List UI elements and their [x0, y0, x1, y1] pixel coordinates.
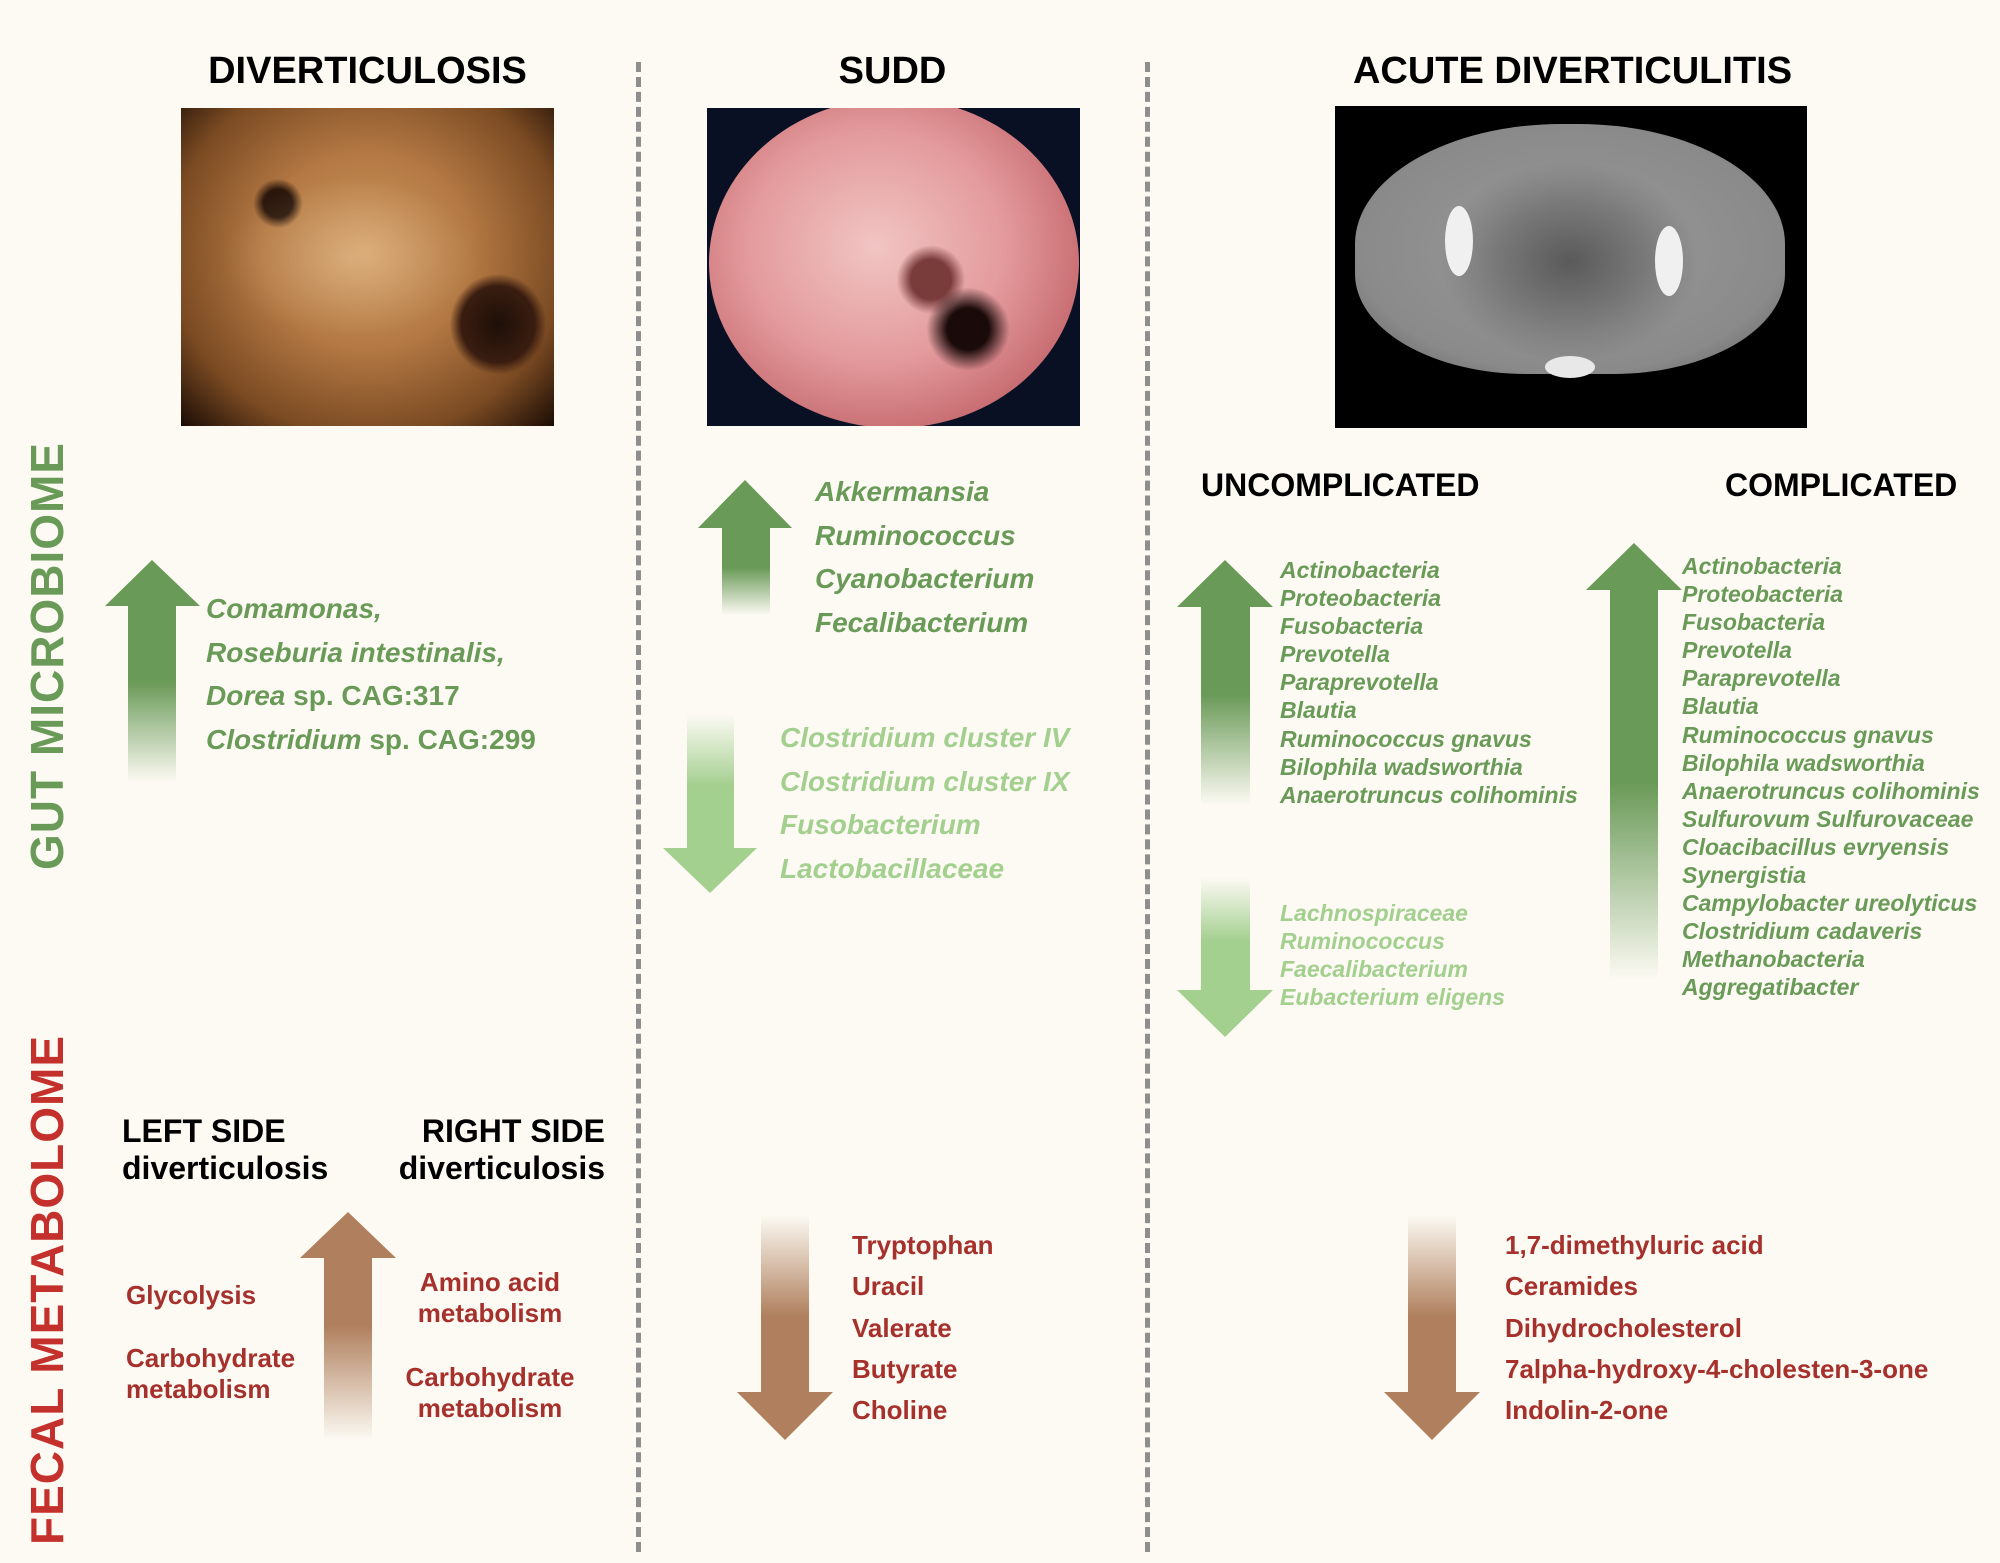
list-item: Roseburia intestinalis,: [206, 636, 505, 668]
list-item: Blautia: [1280, 697, 1357, 724]
list-item: Indolin-2-one: [1505, 1395, 1669, 1426]
list-item: Blautia: [1682, 693, 1759, 720]
list-item: Anaerotruncus colihominis: [1682, 777, 1980, 804]
list-item: Cloacibacillus evryensis: [1682, 833, 1950, 860]
diverticulosis-up-arrow: [105, 560, 200, 782]
list-item: Ceramides: [1505, 1271, 1638, 1302]
left-side-items: Glycolysis Carbohydrate metabolism: [126, 1280, 316, 1405]
list-item: Comamonas,: [206, 593, 382, 624]
divider-left: [636, 62, 641, 1552]
sudd-down-arrow: [663, 715, 757, 893]
list-item: Choline: [852, 1395, 948, 1426]
list-item: 1,7-dimethyluric acid: [1505, 1230, 1764, 1260]
list-item: Cyanobacterium: [815, 563, 1035, 594]
list-item: Prevotella: [1682, 637, 1792, 664]
list-item: Fusobacterium: [780, 809, 981, 840]
sudd-up-arrow: [698, 480, 792, 615]
list-item: Uracil: [852, 1271, 925, 1302]
list-item: Valerate: [852, 1312, 952, 1343]
list-item: Bilophila wadsworthia: [1280, 753, 1523, 780]
right-item-amino-acid: Amino acid metabolism: [417, 1267, 563, 1328]
list-item: Clostridium cadaveris: [1682, 918, 1923, 945]
divider-right: [1145, 62, 1150, 1552]
left-side-title: LEFT SIDE diverticulosis: [122, 1113, 328, 1187]
list-item: Ruminococcus gnavus: [1682, 721, 1934, 748]
list-item: Aggregatibacter: [1682, 974, 1859, 1001]
list-item: Fecalibacterium: [815, 606, 1029, 638]
list-item: Tryptophan: [852, 1230, 994, 1260]
diverticulosis-microbiome-list: Comamonas, Roseburia intestinalis, Dorea…: [206, 587, 536, 761]
complicated-up-list: Actinobacteria Proteobacteria Fusobacter…: [1682, 552, 1980, 1002]
uncomplicated-heading: UNCOMPLICATED: [1201, 467, 1480, 503]
left-item-carbohydrate: Carbohydrate metabolism: [126, 1343, 296, 1404]
list-item: Clostridium cluster IV: [780, 722, 1070, 753]
list-item: Akkermansia: [815, 476, 990, 507]
list-item: Dorea sp. CAG:317: [206, 680, 460, 711]
left-side-title-line2: diverticulosis: [122, 1150, 329, 1186]
sudd-metabolome-list: Tryptophan Uracil Valerate Butyrate Chol…: [852, 1225, 994, 1431]
acute-diverticulitis-ct-image: [1335, 106, 1807, 428]
right-side-title: RIGHT SIDE diverticulosis: [395, 1113, 605, 1187]
sudd-up-list: Akkermansia Ruminococcus Cyanobacterium …: [815, 470, 1034, 644]
right-side-title-line2: diverticulosis: [398, 1150, 605, 1186]
list-item: Actinobacteria: [1682, 553, 1842, 579]
complicated-up-arrow: [1586, 543, 1682, 980]
list-item: Ruminococcus: [1280, 928, 1445, 955]
list-item: Paraprevotella: [1682, 665, 1841, 692]
uncomplicated-down-arrow: [1177, 878, 1273, 1037]
title-acute-diverticulitis: ACUTE DIVERTICULITIS: [1352, 50, 1793, 92]
sudd-endoscopy-image: [707, 108, 1080, 426]
left-item-glycolysis: Glycolysis: [126, 1280, 257, 1310]
list-item: Dihydrocholesterol: [1505, 1312, 1742, 1343]
list-item: Methanobacteria: [1682, 946, 1865, 973]
uncomplicated-up-arrow: [1177, 560, 1273, 805]
title-diverticulosis: DIVERTICULOSIS: [208, 50, 527, 92]
right-side-items: Amino acid metabolism Carbohydrate metab…: [400, 1267, 580, 1424]
list-item: Faecalibacterium: [1280, 956, 1468, 983]
list-item: Prevotella: [1280, 641, 1390, 668]
list-item: Bilophila wadsworthia: [1682, 749, 1925, 776]
acute-metabolome-list: 1,7-dimethyluric acid Ceramides Dihydroc…: [1505, 1225, 1928, 1431]
sudd-metabolome-down-arrow: [737, 1215, 833, 1440]
complicated-heading: COMPLICATED: [1725, 467, 1958, 503]
acute-metabolome-down-arrow: [1384, 1215, 1480, 1440]
list-item: Butyrate: [852, 1353, 958, 1384]
list-item: Ruminococcus gnavus: [1280, 725, 1532, 752]
uncomplicated-up-list: Actinobacteria Proteobacteria Fusobacter…: [1280, 556, 1578, 809]
list-item: 7alpha-hydroxy-4-cholesten-3-one: [1505, 1353, 1929, 1384]
sudd-down-list: Clostridium cluster IV Clostridium clust…: [780, 716, 1069, 890]
list-item: Clostridium cluster IX: [780, 765, 1070, 797]
uncomplicated-down-list: Lachnospiraceae Ruminococcus Faecalibact…: [1280, 899, 1505, 1011]
list-item: Anaerotruncus colihominis: [1280, 781, 1578, 808]
right-side-title-line1: RIGHT SIDE: [421, 1113, 605, 1149]
left-side-title-line1: LEFT SIDE: [122, 1113, 286, 1149]
list-item: Lactobacillaceae: [780, 852, 1005, 884]
list-item: Campylobacter ureolyticus: [1682, 890, 1978, 917]
list-item: Paraprevotella: [1280, 669, 1439, 696]
list-item: Proteobacteria: [1280, 585, 1442, 612]
list-item: Proteobacteria: [1682, 581, 1844, 608]
list-item: Ruminococcus: [815, 519, 1016, 551]
metabolome-up-arrow: [300, 1212, 396, 1440]
list-item: Fusobacteria: [1280, 613, 1424, 640]
list-item: Sulfurovum Sulfurovaceae: [1682, 805, 1974, 832]
diverticulosis-endoscopy-image: [181, 108, 554, 426]
right-item-carbohydrate: Carbohydrate metabolism: [405, 1362, 575, 1423]
list-item: Eubacterium eligens: [1280, 984, 1505, 1011]
list-item: Fusobacteria: [1682, 609, 1826, 636]
list-item: Actinobacteria: [1280, 557, 1440, 583]
title-sudd: SUDD: [838, 50, 947, 92]
list-item: Synergistia: [1682, 862, 1806, 889]
list-item: Lachnospiraceae: [1280, 900, 1468, 926]
list-item: Clostridium sp. CAG:299: [206, 723, 536, 755]
